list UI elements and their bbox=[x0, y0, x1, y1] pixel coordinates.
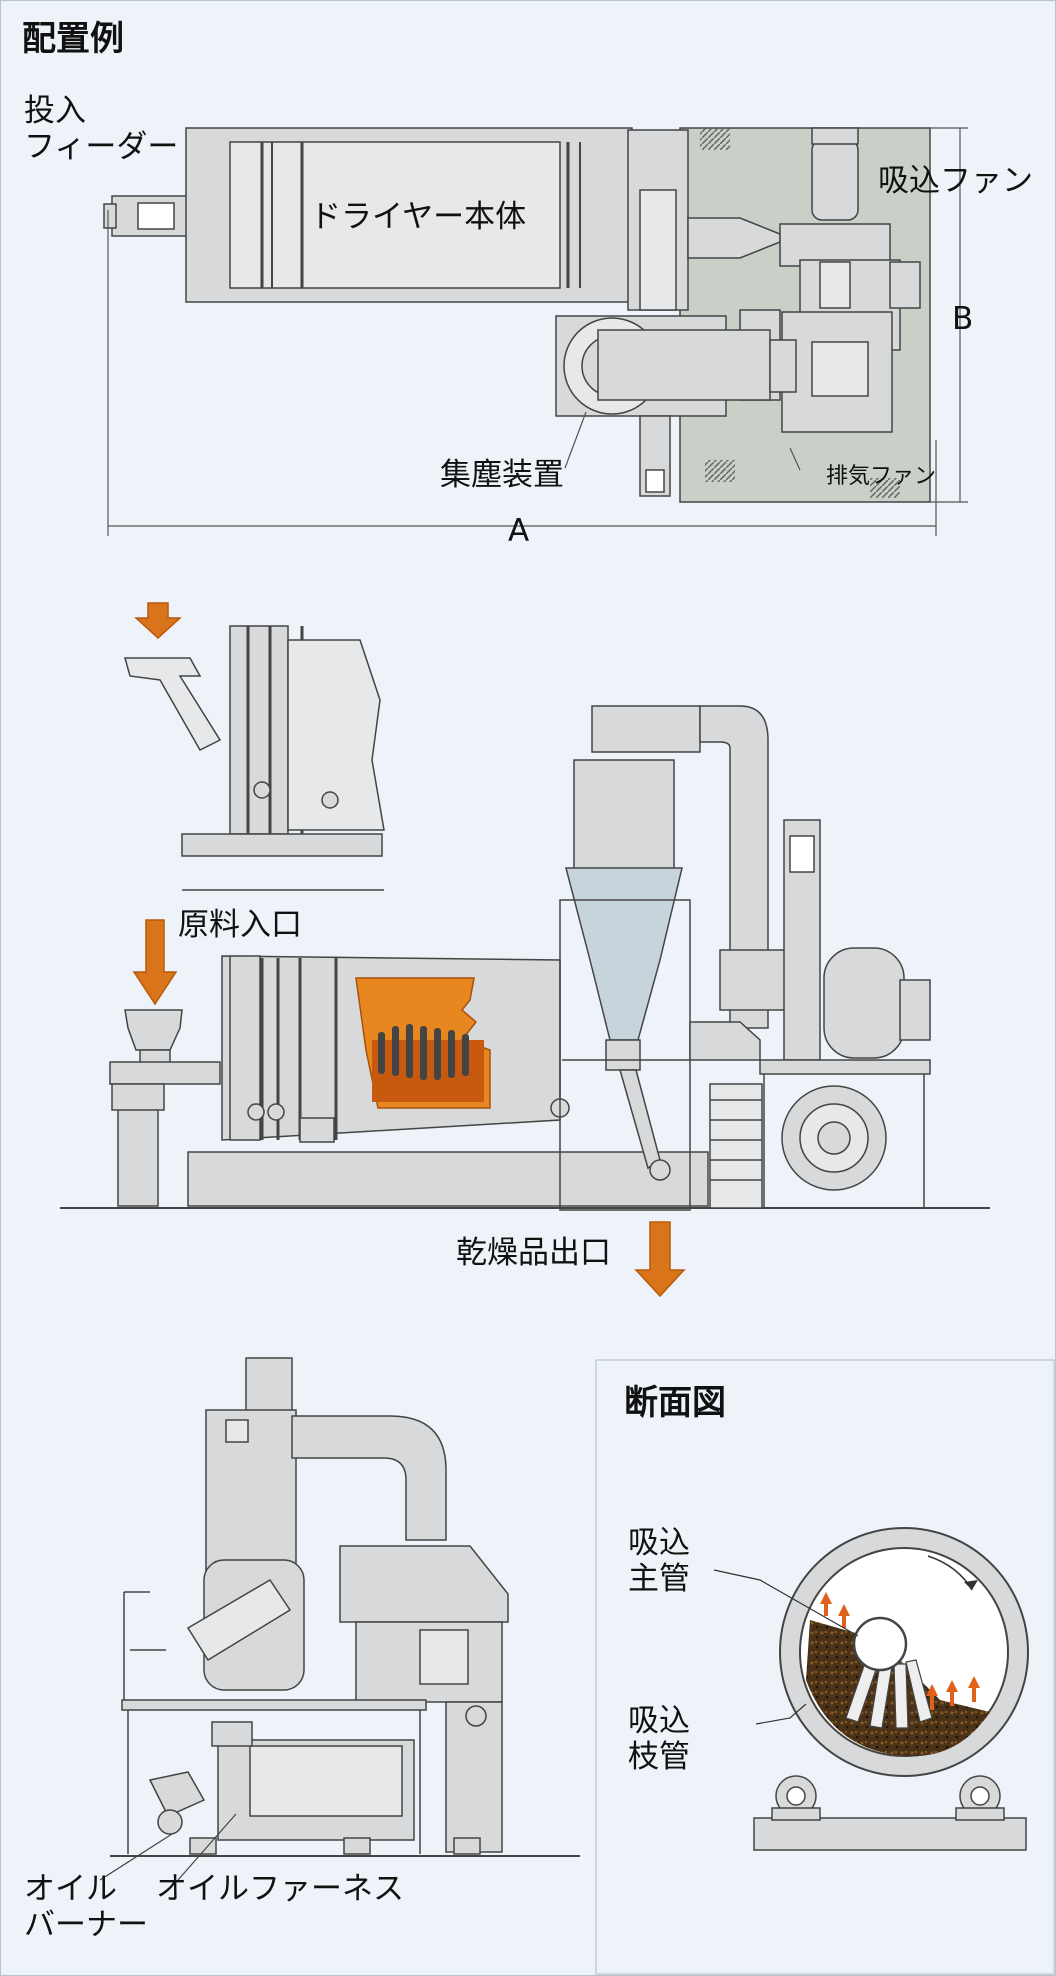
material-inlet-arrow bbox=[132, 919, 178, 1006]
layout-example-title: 配置例 bbox=[22, 19, 124, 59]
suction-main-pipe-label: 吸込 主管 bbox=[628, 1525, 690, 1597]
furnace-duct bbox=[291, 1415, 447, 1541]
feed-hopper bbox=[124, 1009, 183, 1051]
side-view bbox=[60, 602, 990, 1298]
suction-branch-pipe-label: 吸込 枝管 bbox=[628, 1703, 690, 1775]
oil-furnace-label: オイルファーネス bbox=[156, 1871, 404, 1907]
exhaust-fan-side bbox=[823, 947, 905, 1059]
feed-inset bbox=[124, 625, 385, 891]
cyclone-cone bbox=[565, 867, 683, 1041]
inlet-pipe bbox=[186, 1578, 292, 1662]
suction-fan-unit bbox=[811, 139, 859, 221]
dryer-base bbox=[187, 1151, 709, 1207]
furnace-hood bbox=[339, 1545, 509, 1623]
dimension-b-label: B bbox=[952, 301, 974, 337]
cross-section-title: 断面図 bbox=[624, 1383, 726, 1423]
oil-burner-unit bbox=[148, 1771, 206, 1817]
small-feed-arrow bbox=[134, 602, 182, 640]
plan-view bbox=[103, 127, 968, 536]
cyclone-top bbox=[591, 705, 701, 753]
dimension-a-label: A bbox=[508, 513, 530, 549]
material-inlet-label: 原料入口 bbox=[178, 907, 302, 943]
feeder-label: 投入 フィーダー bbox=[24, 93, 179, 165]
suction-main-pipe-circle bbox=[852, 1616, 908, 1672]
dryer-body-label: ドライヤー本体 bbox=[310, 199, 527, 235]
suction-fan-label: 吸込ファン bbox=[878, 163, 1033, 199]
product-outlet-label: 乾燥品出口 bbox=[456, 1235, 611, 1271]
stairs bbox=[709, 1083, 763, 1209]
product-outlet-arrow bbox=[634, 1221, 686, 1298]
oil-burner-label: オイル バーナー bbox=[24, 1871, 148, 1943]
furnace-view bbox=[99, 1357, 580, 1881]
dust-collector-label: 集塵装置 bbox=[440, 457, 564, 493]
cross-section-view bbox=[595, 1359, 1055, 1975]
furnace-outlet bbox=[445, 1701, 503, 1853]
exhaust-fan-label: 排気ファン bbox=[826, 464, 937, 489]
